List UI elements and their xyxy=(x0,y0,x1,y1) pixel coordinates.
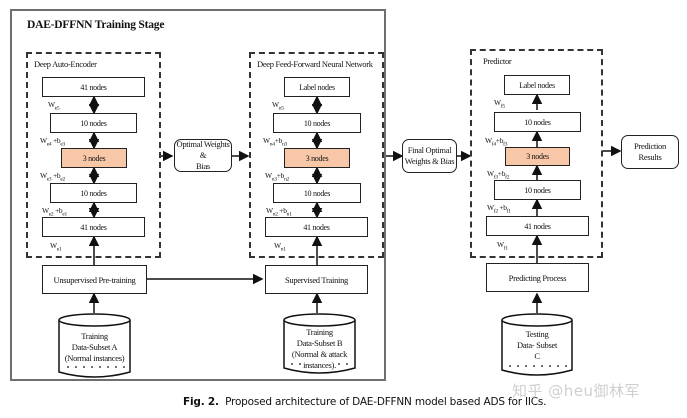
dae-weight-5: We5 xyxy=(48,100,60,112)
optimal-weights-box: Optimal Weights &Bias xyxy=(174,139,232,172)
dffnn-container xyxy=(249,52,384,258)
dffnn-weight-4: Wn4+bn3 xyxy=(263,136,287,148)
predictor-weight-3: Wf3+bf2 xyxy=(487,169,510,181)
predictor-weight-1: Wf1 xyxy=(497,240,508,252)
dae-layer-hidden-1: 10 nodes xyxy=(50,183,137,203)
predictor-weight-4: Wf4+bf3 xyxy=(485,136,508,148)
predicting-process-box: Predicting Process xyxy=(486,263,589,292)
training-stage-title: DAE-DFFNN Training Stage xyxy=(27,19,165,31)
dae-layer-bottleneck: 3 nodes xyxy=(61,148,127,168)
predictor-layer-label: Label nodes xyxy=(504,75,570,95)
unsupervised-pretraining-box: Unsupervised Pre-training xyxy=(42,265,147,294)
dffnn-layer-hidden-3: 10 nodes xyxy=(273,113,361,133)
dae-layer-output: 41 nodes xyxy=(42,77,145,97)
dataset-b-cylinder xyxy=(283,313,356,374)
dffnn-layer-bottleneck: 3 nodes xyxy=(284,148,350,168)
predictor-layer-hidden-3: 10 nodes xyxy=(494,112,581,132)
predictor-weight-2: Wf2 +bf1 xyxy=(487,203,511,215)
prediction-results-box: Prediction Results xyxy=(621,135,679,169)
dataset-c-cylinder xyxy=(501,313,573,376)
predictor-layer-input: 41 nodes xyxy=(486,216,589,236)
dffnn-weight-2: Wn2 +bn1 xyxy=(266,206,292,218)
dffnn-title: Deep Feed-Forward Neural Network xyxy=(257,59,373,69)
predictor-layer-bottleneck: 3 nodes xyxy=(505,147,570,166)
dae-weight-3: We3 +be2 xyxy=(40,171,65,183)
dae-weight-4: We4 +be3 xyxy=(40,136,65,148)
dffnn-weight-1: Wn1 xyxy=(274,241,286,253)
predictor-container xyxy=(470,49,603,258)
dataset-b-dots xyxy=(291,363,348,365)
dataset-a-dots xyxy=(67,366,125,368)
dffnn-weight-3: Wn3+bn2 xyxy=(265,171,289,183)
figure-caption-label: Fig. 2. xyxy=(183,396,219,408)
supervised-training-box: Supervised Training xyxy=(265,265,368,294)
dffnn-layer-label: Label nodes xyxy=(284,77,350,97)
dataset-c-dots xyxy=(509,365,567,367)
dffnn-layer-input: 41 nodes xyxy=(265,217,368,237)
dae-weight-1: We1 xyxy=(50,241,62,253)
figure-caption: Fig. 2. Proposed architecture of DAE-DFF… xyxy=(183,396,546,408)
training-stage-frame xyxy=(10,9,386,381)
dae-layer-input: 41 nodes xyxy=(42,217,145,237)
predictor-weight-5: Wf5 xyxy=(494,98,505,110)
predictor-title: Predictor xyxy=(483,56,512,66)
predictor-layer-hidden-1: 10 nodes xyxy=(494,180,581,200)
dffnn-weight-5: Wn5 xyxy=(272,100,284,112)
dataset-a-cylinder xyxy=(58,313,131,378)
dae-container xyxy=(26,52,161,258)
dae-title: Deep Auto-Encoder xyxy=(34,59,97,69)
watermark: 知乎 @heu御林军 xyxy=(512,382,641,400)
dae-layer-hidden-3: 10 nodes xyxy=(50,113,137,133)
dffnn-layer-hidden-1: 10 nodes xyxy=(273,183,361,203)
dae-weight-2: We2 +be1 xyxy=(42,206,67,218)
figure-caption-text: Proposed architecture of DAE-DFFNN model… xyxy=(225,396,547,408)
